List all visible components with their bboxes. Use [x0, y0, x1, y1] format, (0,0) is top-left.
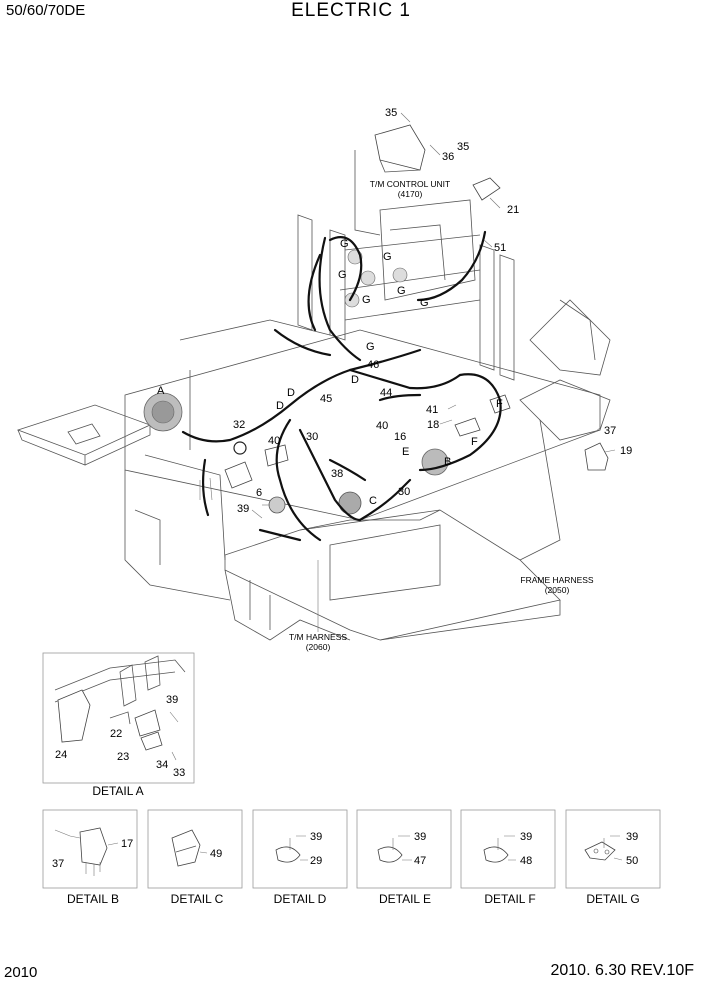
- callout-g: G: [362, 294, 371, 306]
- detail-a-part-23: 23: [117, 751, 129, 763]
- detail-c: [147, 809, 243, 889]
- detail-c-title: DETAIL C: [171, 892, 224, 906]
- page-title: ELECTRIC 1: [291, 0, 411, 21]
- callout-18: 18: [427, 419, 439, 431]
- detail-e-title: DETAIL E: [379, 892, 431, 906]
- detail-a-part-34: 34: [156, 759, 168, 771]
- detail-a-part-33: 33: [173, 767, 185, 779]
- detail-b: [42, 809, 138, 889]
- detail-b-part-37: 37: [52, 858, 64, 870]
- callout-g: G: [366, 341, 375, 353]
- detail-d-title: DETAIL D: [274, 892, 327, 906]
- leader-lines: [251, 112, 616, 519]
- callout-e: E: [402, 446, 409, 458]
- callout-38: 38: [331, 468, 343, 480]
- detail-a-part-39: 39: [166, 694, 178, 706]
- detail-g-part-50: 50: [626, 855, 638, 867]
- detail-c-part-49: 49: [210, 848, 222, 860]
- callout-d: D: [276, 400, 284, 412]
- callout-21: 21: [507, 204, 519, 216]
- revision-date: 2010. 6.30 REV.10F: [550, 962, 694, 979]
- callout-g: G: [340, 238, 349, 250]
- callout-c: C: [369, 495, 377, 507]
- detail-f-title: DETAIL F: [484, 892, 535, 906]
- callout-41: 41: [426, 404, 438, 416]
- detail-a-title: DETAIL A: [92, 784, 143, 798]
- frame-harness-label: FRAME HARNESS: [520, 575, 594, 585]
- detail-e-part-39: 39: [414, 831, 426, 843]
- callout-d: D: [287, 387, 295, 399]
- callout-g: G: [383, 251, 392, 263]
- wiring-harness: [181, 230, 502, 542]
- callout-32: 32: [233, 419, 245, 431]
- callout-6: 6: [256, 487, 262, 499]
- detail-g-part-39: 39: [626, 831, 638, 843]
- detail-b-part-17: 17: [121, 838, 133, 850]
- callout-g: G: [338, 269, 347, 281]
- tm-harness-number: (2060): [306, 642, 331, 652]
- callout-d: D: [351, 374, 359, 386]
- callout-39: 39: [237, 503, 249, 515]
- callout-37: 37: [604, 425, 616, 437]
- detail-a: [42, 652, 195, 784]
- chassis-drawing: [16, 124, 611, 641]
- callout-40: 40: [376, 420, 388, 432]
- callout-35: 35: [385, 107, 397, 119]
- callout-44: 44: [380, 387, 392, 399]
- callout-51: 51: [494, 242, 506, 254]
- detail-f-part-39: 39: [520, 831, 532, 843]
- page-number: 2010: [4, 964, 38, 981]
- detail-f-part-48: 48: [520, 855, 532, 867]
- detail-d: [252, 809, 348, 889]
- callout-g: G: [420, 297, 429, 309]
- callout-a: A: [157, 385, 165, 397]
- tm-control-unit-label: T/M CONTROL UNIT: [370, 179, 450, 189]
- callout-f: F: [496, 398, 503, 410]
- callout-f: F: [471, 436, 478, 448]
- tm-control-unit-number: (4170): [398, 189, 423, 199]
- detail-g: [565, 809, 661, 889]
- callout-35: 35: [457, 141, 469, 153]
- detail-a-part-24: 24: [55, 749, 67, 761]
- callout-45: 45: [320, 393, 332, 405]
- detail-f: [460, 809, 556, 889]
- callout-46: 46: [367, 359, 379, 371]
- tm-harness-label: T/M HARNESS: [289, 632, 347, 642]
- callout-16: 16: [394, 431, 406, 443]
- callout-19: 19: [620, 445, 632, 457]
- detail-b-title: DETAIL B: [67, 892, 119, 906]
- callout-30: 30: [398, 486, 410, 498]
- detail-a-part-22: 22: [110, 728, 122, 740]
- callout-b: B: [444, 456, 451, 468]
- frame-harness-number: (2050): [545, 585, 570, 595]
- callout-30: 30: [306, 431, 318, 443]
- callout-40: 40: [268, 435, 280, 447]
- detail-d-part-29: 29: [310, 855, 322, 867]
- callout-36: 36: [442, 151, 454, 163]
- detail-e: [356, 809, 452, 889]
- detail-e-part-47: 47: [414, 855, 426, 867]
- model-number: 50/60/70DE: [6, 2, 86, 19]
- callout-g: G: [397, 285, 406, 297]
- callouts: 35 36 35 21 51 G G G G G G G 46 D D D 44…: [157, 107, 632, 515]
- detail-g-title: DETAIL G: [586, 892, 639, 906]
- detail-d-part-39: 39: [310, 831, 322, 843]
